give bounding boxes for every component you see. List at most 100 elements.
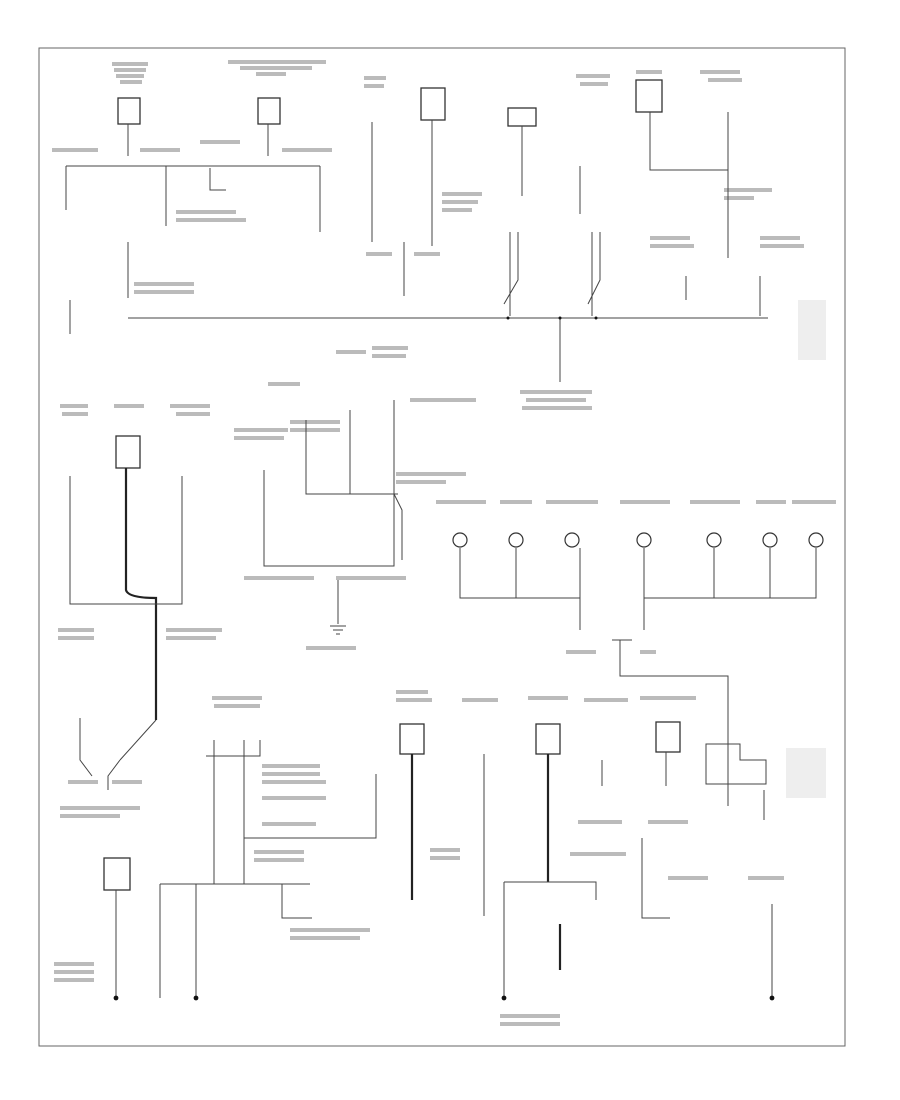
label-bar: [576, 74, 610, 78]
splice-dot: [558, 316, 562, 320]
label-bar: [500, 500, 532, 504]
lamp-circle: [808, 532, 824, 548]
label-bar: [336, 576, 406, 580]
label-bar: [430, 856, 460, 860]
label-bar: [410, 398, 476, 402]
ground-terminal: [193, 995, 199, 1001]
label-bar: [372, 346, 408, 350]
label-bar: [650, 236, 690, 240]
lamp-circle: [508, 532, 524, 548]
label-bar: [584, 698, 628, 702]
label-bar: [668, 876, 708, 880]
label-bar: [262, 764, 320, 768]
label-bar: [306, 646, 356, 650]
label-bar: [364, 76, 386, 80]
component-box: [399, 723, 425, 755]
label-bar: [566, 650, 596, 654]
label-bar: [580, 82, 608, 86]
label-bar: [254, 850, 304, 854]
label-bar: [396, 698, 432, 702]
label-bar: [648, 820, 688, 824]
label-bar: [290, 428, 340, 432]
wire: [705, 743, 767, 785]
label-bar: [690, 500, 740, 504]
label-bar: [54, 978, 94, 982]
label-bar: [200, 140, 240, 144]
wire: [649, 112, 728, 171]
label-bar: [166, 636, 216, 640]
label-bar: [436, 500, 486, 504]
label-bar: [290, 928, 370, 932]
wire: [612, 639, 729, 806]
diagram-border: [38, 47, 846, 1047]
label-bar: [290, 420, 340, 424]
wire: [459, 548, 581, 599]
wire: [69, 476, 154, 605]
label-bar: [442, 200, 478, 204]
label-bar: [372, 354, 406, 358]
label-bar: [268, 382, 300, 386]
wire: [244, 774, 377, 839]
wire: [393, 493, 403, 560]
label-bar: [58, 636, 94, 640]
label-bar: [114, 404, 144, 408]
label-bar: [396, 690, 428, 694]
label-bar: [60, 814, 120, 818]
ground-terminal: [501, 995, 507, 1001]
label-bar: [500, 1022, 560, 1026]
label-block: [798, 300, 826, 360]
label-bar: [112, 62, 148, 66]
label-bar: [256, 72, 286, 76]
label-bar: [760, 244, 804, 248]
label-bar: [396, 480, 446, 484]
label-bar: [520, 390, 592, 394]
label-bar: [112, 780, 142, 784]
label-bar: [262, 780, 326, 784]
wire: [263, 400, 395, 567]
label-bar: [430, 848, 460, 852]
label-bar: [366, 252, 392, 256]
label-bar: [58, 628, 94, 632]
label-bar: [60, 404, 88, 408]
label-bar: [170, 404, 210, 408]
label-bar: [760, 236, 800, 240]
label-bar: [60, 806, 140, 810]
label-bar: [116, 74, 144, 78]
top-section: [52, 60, 826, 410]
label-bar: [212, 696, 262, 700]
label-bar: [748, 876, 784, 880]
label-bar: [336, 350, 366, 354]
label-bar: [708, 78, 742, 82]
label-bar: [68, 780, 98, 784]
component-box: [257, 97, 281, 125]
label-bar: [240, 66, 312, 70]
splice-dot: [506, 316, 510, 320]
lamp-circle: [564, 532, 580, 548]
label-bar: [134, 290, 194, 294]
label-bar: [282, 148, 332, 152]
component-box: [655, 721, 681, 753]
component-box: [117, 97, 141, 125]
wire: [763, 790, 773, 998]
label-bar: [290, 936, 360, 940]
label-bar: [176, 210, 236, 214]
label-bar: [166, 628, 222, 632]
lamp-circle: [706, 532, 722, 548]
label-bar: [176, 412, 210, 416]
component-box: [420, 87, 446, 121]
label-bar: [54, 962, 94, 966]
label-bar: [134, 282, 194, 286]
label-bar: [234, 436, 284, 440]
wire: [79, 718, 121, 790]
label-bar: [700, 70, 740, 74]
label-bar: [262, 772, 320, 776]
label-bar: [364, 84, 384, 88]
label-bar: [462, 698, 498, 702]
wire-heavy: [124, 468, 158, 720]
label-block: [786, 748, 826, 798]
label-bar: [756, 500, 786, 504]
label-bar: [120, 80, 142, 84]
label-bar: [640, 696, 696, 700]
wire: [209, 168, 226, 191]
